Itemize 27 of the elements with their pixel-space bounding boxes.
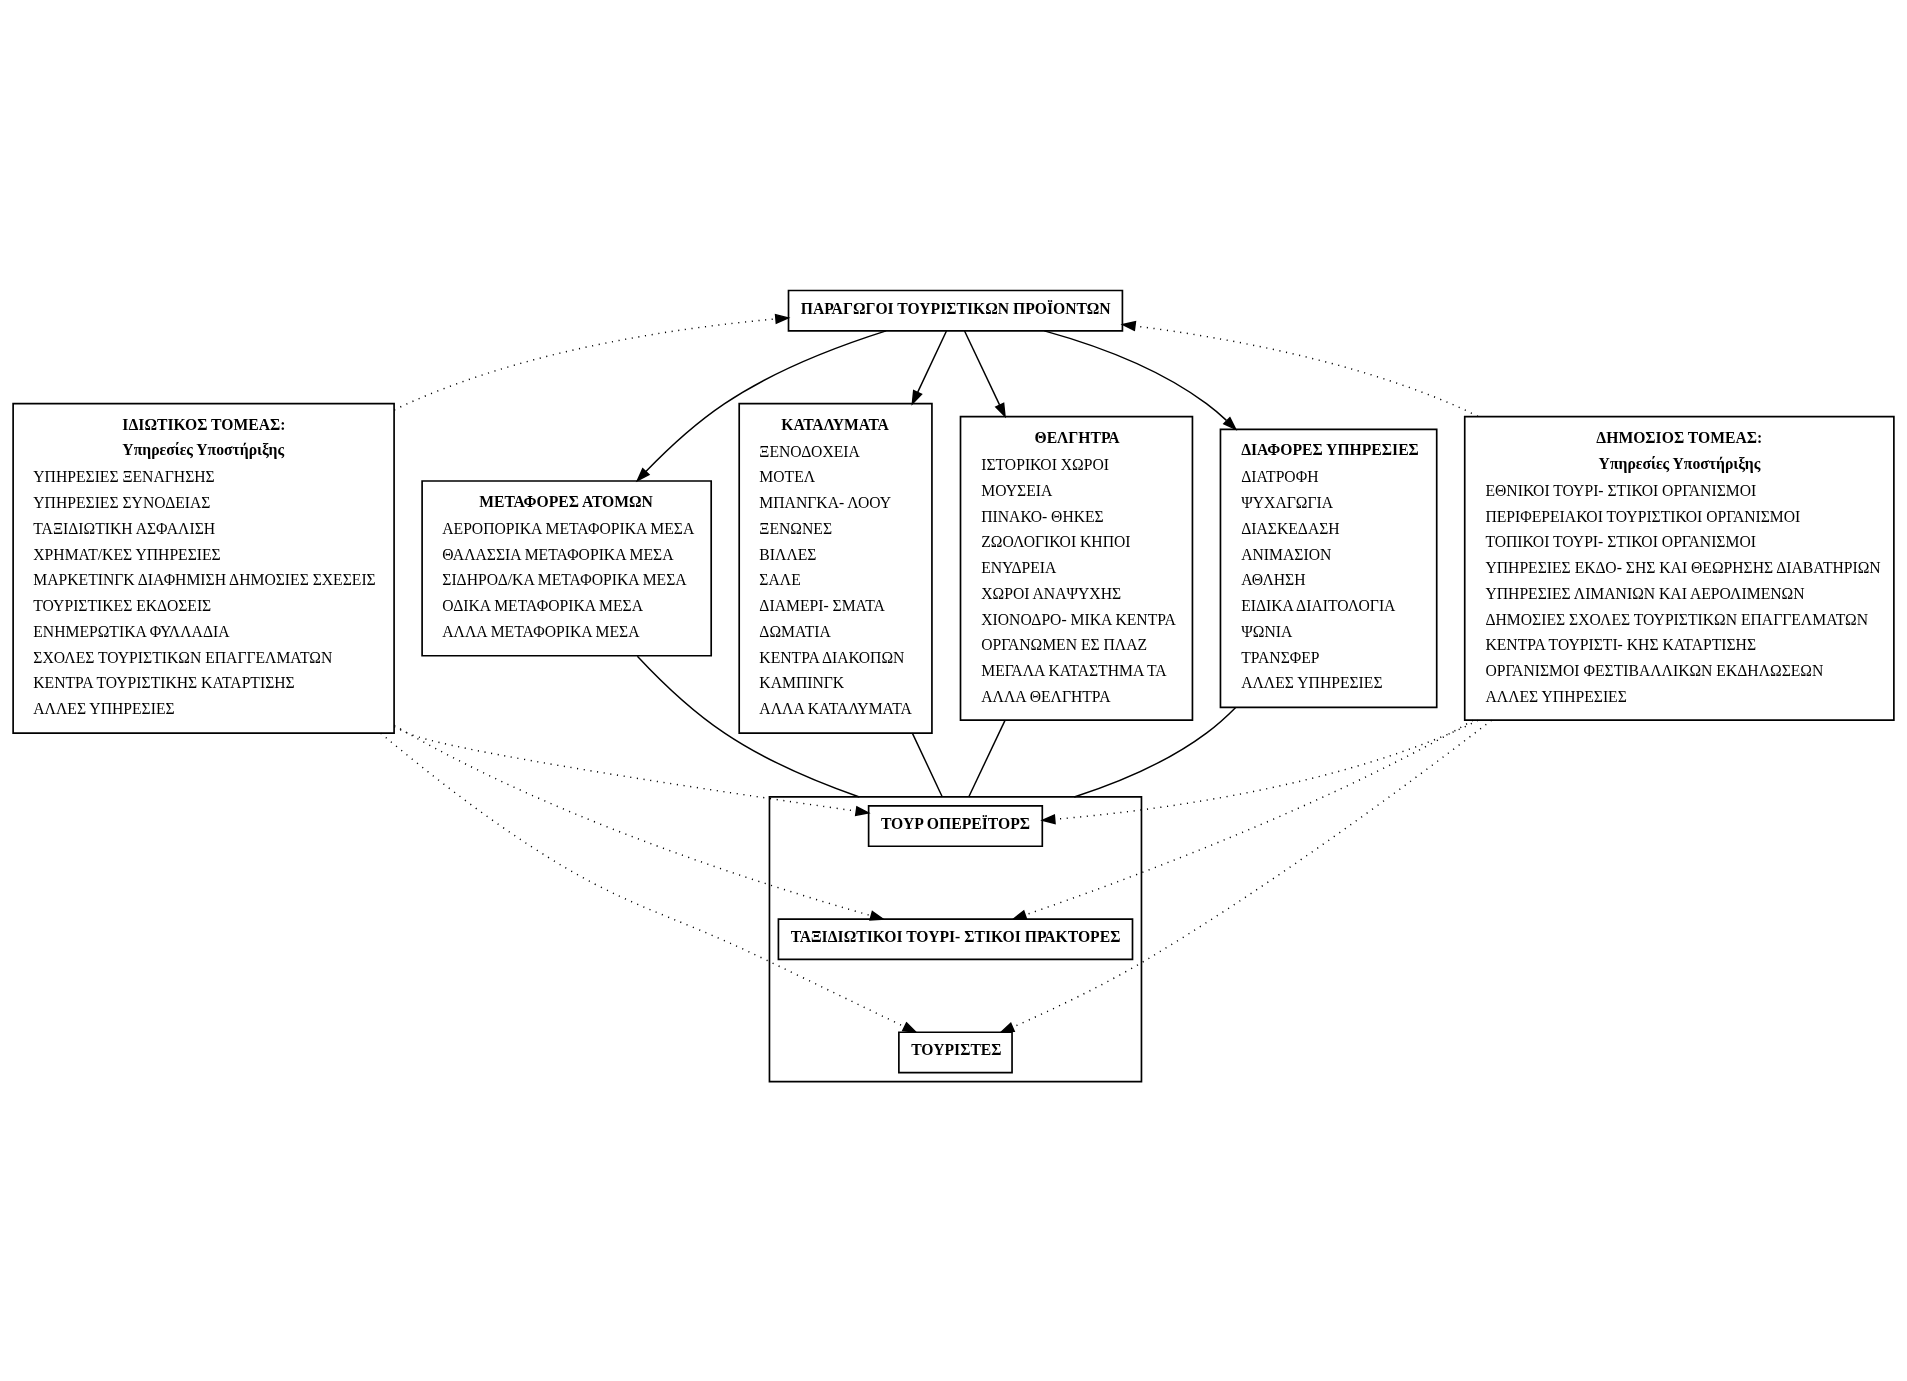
arrow [393, 724, 886, 921]
arrow [393, 313, 791, 411]
node-box: ΔΙΑΦΟΡΕΣ ΥΠΗΡΕΣΙΕΣ ΔΙΑΤΡΟΦΗ ΨΥΧΑΓΩΓΙΑ ΔΙΑΣΚΕΔΑΣΗ ΑΝΙΜΑΣΙΟΝ ΑΘΛΗΣΗ ΕΙΔΙΚΑ ΔΙΑΙΤΟΛΟΓΙΑ ΨΩΝΙΑ ΤΡΑΝΣΦΕΡ ΑΛΛΕΣ ΥΠΗΡΕΣΙΕΣ [1219, 428, 1438, 709]
arrow [393, 726, 871, 817]
arrow [911, 330, 948, 406]
connector [968, 719, 1006, 798]
arrow [1040, 719, 1479, 825]
arrow [1011, 719, 1474, 920]
node-box: ΠΑΡΑΓΩΓΟΙ ΤΟΥΡΙΣΤΙΚΩΝ ΠΡΟΪΟΝΤΩΝ [787, 289, 1124, 332]
arrow [635, 330, 887, 483]
connector [636, 655, 861, 798]
arrow [1043, 330, 1238, 431]
cluster [768, 796, 1143, 1083]
node-box: ΤΑΞΙΔΙΩΤΙΚΟΙ ΤΟΥΡΙ- ΣΤΙΚΟΙ ΠΡΑΚΤΟΡΕΣ [777, 918, 1134, 961]
node-box: ΔΗΜΟΣΙΟΣ ΤΟΜΕΑΣ: Υπηρεσίες Υποστήριξης ΕΘΝΙΚΟΙ ΤΟΥΡΙ- ΣΤΙΚΟΙ ΟΡΓΑΝΙΣΜΟΙ ΠΕΡΙΦΕΡΕΙΑΚΟΙ ΤΟΥΡΙΣΤΙΚΟΙ ΟΡΓΑΝΙΣΜΟΙ ΤΟΠΙΚΟΙ ΤΟΥΡΙ- ΣΤΙΚΟΙ ΟΡΓΑΝΙΣΜΟΙ ΥΠΗΡΕΣΙΕΣ ΕΚΔΟ- ΣΗΣ ΚΑΙ ΘΕΩΡΗΣΗΣ ΔΙΑΒΑΤΗΡΙΩΝ ΥΠΗΡΕΣΙΕΣ ΛΙΜΑΝΙΩΝ ΚΑΙ ΑΕΡΟΛΙΜΕΝΩΝ ΔΗΜΟΣΙΕΣ ΣΧΟΛΕΣ ΤΟΥΡΙΣΤΙΚΩΝ ΕΠΑΓΓΕΛΜΑΤΩΝ ΚΕΝΤΡΑ ΤΟΥΡΙΣΤΙ- ΚΗΣ ΚΑΤΑΡΤΙΣΗΣ ΟΡΓΑΝΙΣΜΟΙ ΦΕΣΤΙΒΑΛΛΙΚΩΝ ΕΚΔΗΛΩΣΕΩΝ ΑΛΛΕΣ ΥΠΗΡΕΣΙΕΣ [1463, 415, 1895, 722]
connector [911, 732, 944, 798]
node-box: ΘΕΛΓΗΤΡΑ ΙΣΤΟΡΙΚΟΙ ΧΩΡΟΙ ΜΟΥΣΕΙΑ ΠΙΝΑΚΟ- ΘΗΚΕΣ ΖΩΟΛΟΓΙΚΟΙ ΚΗΠΟΙ ΕΝΥΔΡΕΙΑ ΧΩΡΟΙ ΑΝΑΨΥΧΗΣ ΧΙΟΝΟΔΡΟ- ΜΙΚΑ ΚΕΝΤΡΑ ΟΡΓΑΝΩΜΕΝ ΕΣ ΠΛΑΖ ΜΕΓΑΛΑ ΚΑΤΑΣΤΗΜΑ ΤΑ ΑΛΛΑ ΘΕΛΓΗΤΡΑ [959, 415, 1194, 722]
arrow [999, 719, 1493, 1034]
node-box: ΙΔΙΩΤΙΚΟΣ ΤΟΜΕΑΣ: Υπηρεσίες Υποστήριξης ΥΠΗΡΕΣΙΕΣ ΞΕΝΑΓΗΣΗΣ ΥΠΗΡΕΣΙΕΣ ΣΥΝΟΔΕΙΑΣ ΤΑΞΙΔΙΩΤΙΚΗ ΑΣΦΑΛΙΣΗ ΧΡΗΜΑΤ/ΚΕΣ ΥΠΗΡΕΣΙΕΣ ΜΑΡΚΕΤΙΝΓΚ ΔΙΑΦΗΜΙΣΗ ΔΗΜΟΣΙΕΣ ΣΧΕΣΕΙΣ ΤΟΥΡΙΣΤΙΚΕΣ ΕΚΔΟΣΕΙΣ ΕΝΗΜΕΡΩΤΙΚΑ ΦΥΛΛΑΔΙΑ ΣΧΟΛΕΣ ΤΟΥΡΙΣΤΙΚΩΝ ΕΠΑΓΓΕΛΜΑΤΩΝ ΚΕΝΤΡΑ ΤΟΥΡΙΣΤΙΚΗΣ ΚΑΤΑΡΤΙΣΗΣ ΑΛΛΕΣ ΥΠΗΡΕΣΙΕΣ [12, 402, 395, 734]
node-box: ΚΑΤΑΛΥΜΑΤΑ ΞΕΝΟΔΟΧΕΙΑ ΜΟΤΕΛ ΜΠΑΝΓΚΑ- ΛΟΟΥ ΞΕΝΩΝΕΣ ΒΙΛΛΕΣ ΣΑΛΕ ΔΙΑΜΕΡΙ- ΣΜΑΤΑ ΔΩΜΑΤΙΑ ΚΕΝΤΡΑ ΔΙΑΚΟΠΩΝ ΚΑΜΠΙΝΓΚ ΑΛΛΑ ΚΑΤΑΛΥΜΑΤΑ [738, 402, 933, 734]
arrow [379, 732, 918, 1034]
arrow [963, 330, 1006, 419]
node-box: ΜΕΤΑΦΟΡΕΣ ΑΤΟΜΩΝ ΑΕΡΟΠΟΡΙΚΑ ΜΕΤΑΦΟΡΙΚΑ ΜΕΣΑ ΘΑΛΑΣΣΙΑ ΜΕΤΑΦΟΡΙΚΑ ΜΕΣΑ ΣΙΔΗΡΟΔ/ΚΑ ΜΕΤΑΦΟΡΙΚΑ ΜΕΣΑ ΟΔΙΚΑ ΜΕΤΑΦΟΡΙΚΑ ΜΕΣΑ ΑΛΛΑ ΜΕΤΑΦΟΡΙΚΑ ΜΕΣΑ [421, 480, 713, 657]
arrow [1120, 320, 1479, 418]
node-box: ΤΟΥΡ ΟΠΕΡΕΪΤΟΡΣ [867, 805, 1044, 848]
connector [1073, 706, 1237, 798]
node-box: ΤΟΥΡΙΣΤΕΣ [898, 1031, 1013, 1074]
